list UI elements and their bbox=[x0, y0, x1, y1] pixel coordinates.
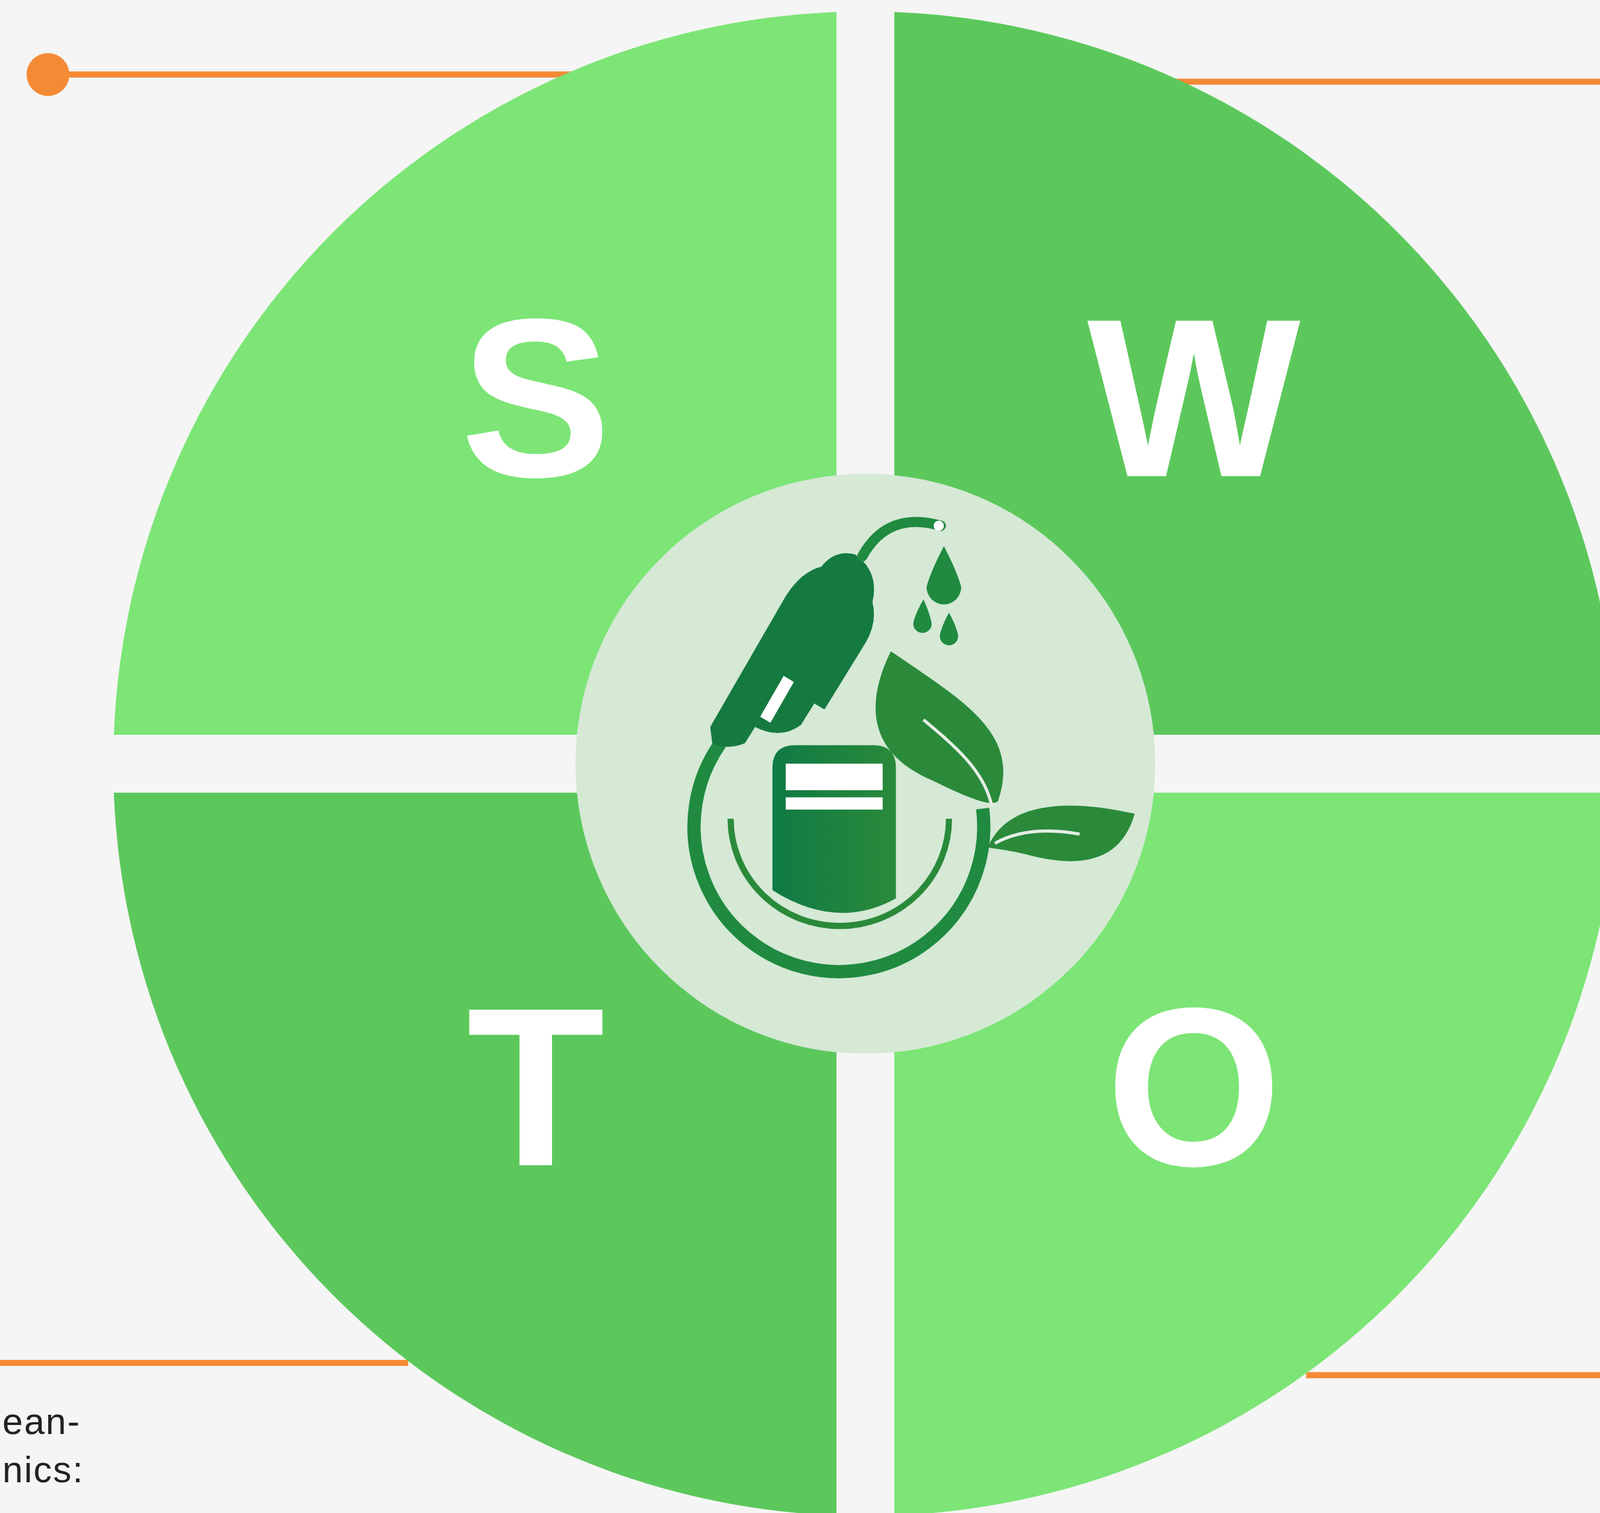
leaf bbox=[875, 651, 1004, 803]
quadrant-fill bbox=[113, 792, 837, 1513]
inner-ring bbox=[730, 818, 949, 926]
quadrant-fill bbox=[113, 12, 837, 735]
orange-rule bbox=[1305, 1371, 1600, 1378]
swot-letter: T bbox=[466, 973, 605, 1200]
fuel-drop bbox=[912, 599, 932, 633]
swot-letter: O bbox=[1105, 973, 1282, 1200]
orange-rule bbox=[48, 71, 572, 78]
swot-letter: W bbox=[1087, 285, 1301, 512]
hub-tint bbox=[575, 473, 1156, 1054]
pump-body bbox=[772, 744, 897, 913]
nozzle-spout bbox=[862, 521, 941, 557]
text-fragment: nics: bbox=[2, 1447, 84, 1492]
fuel-drop bbox=[926, 545, 962, 605]
quadrant-fill bbox=[894, 792, 1600, 1513]
leaf-vein bbox=[994, 831, 1080, 844]
leaf bbox=[987, 805, 1135, 861]
hub-circle bbox=[575, 473, 1156, 1054]
swot-quadrant: W bbox=[894, 11, 1600, 735]
leaf-vein bbox=[923, 719, 992, 807]
label-holder: ean- bbox=[2, 1399, 81, 1444]
orange-dot bbox=[26, 53, 70, 96]
pump-window bbox=[785, 763, 883, 791]
orange-rule bbox=[0, 1359, 408, 1366]
text-fragment: ean- bbox=[2, 1399, 81, 1444]
swot-letter: S bbox=[460, 285, 612, 512]
orange-rule bbox=[1173, 78, 1600, 85]
spout-tip bbox=[933, 520, 944, 531]
pump-window bbox=[785, 797, 883, 810]
fuel-nozzle bbox=[709, 553, 874, 747]
nozzle-trigger bbox=[759, 675, 794, 723]
swot-quadrant: S bbox=[113, 11, 837, 735]
fuel-drop bbox=[939, 612, 958, 645]
quadrant-fill bbox=[894, 12, 1600, 735]
fuel-ring bbox=[694, 743, 985, 972]
label-holder: nics: bbox=[2, 1447, 84, 1492]
swot-quadrant: T bbox=[113, 792, 837, 1513]
swot-quadrant: O bbox=[894, 792, 1600, 1513]
